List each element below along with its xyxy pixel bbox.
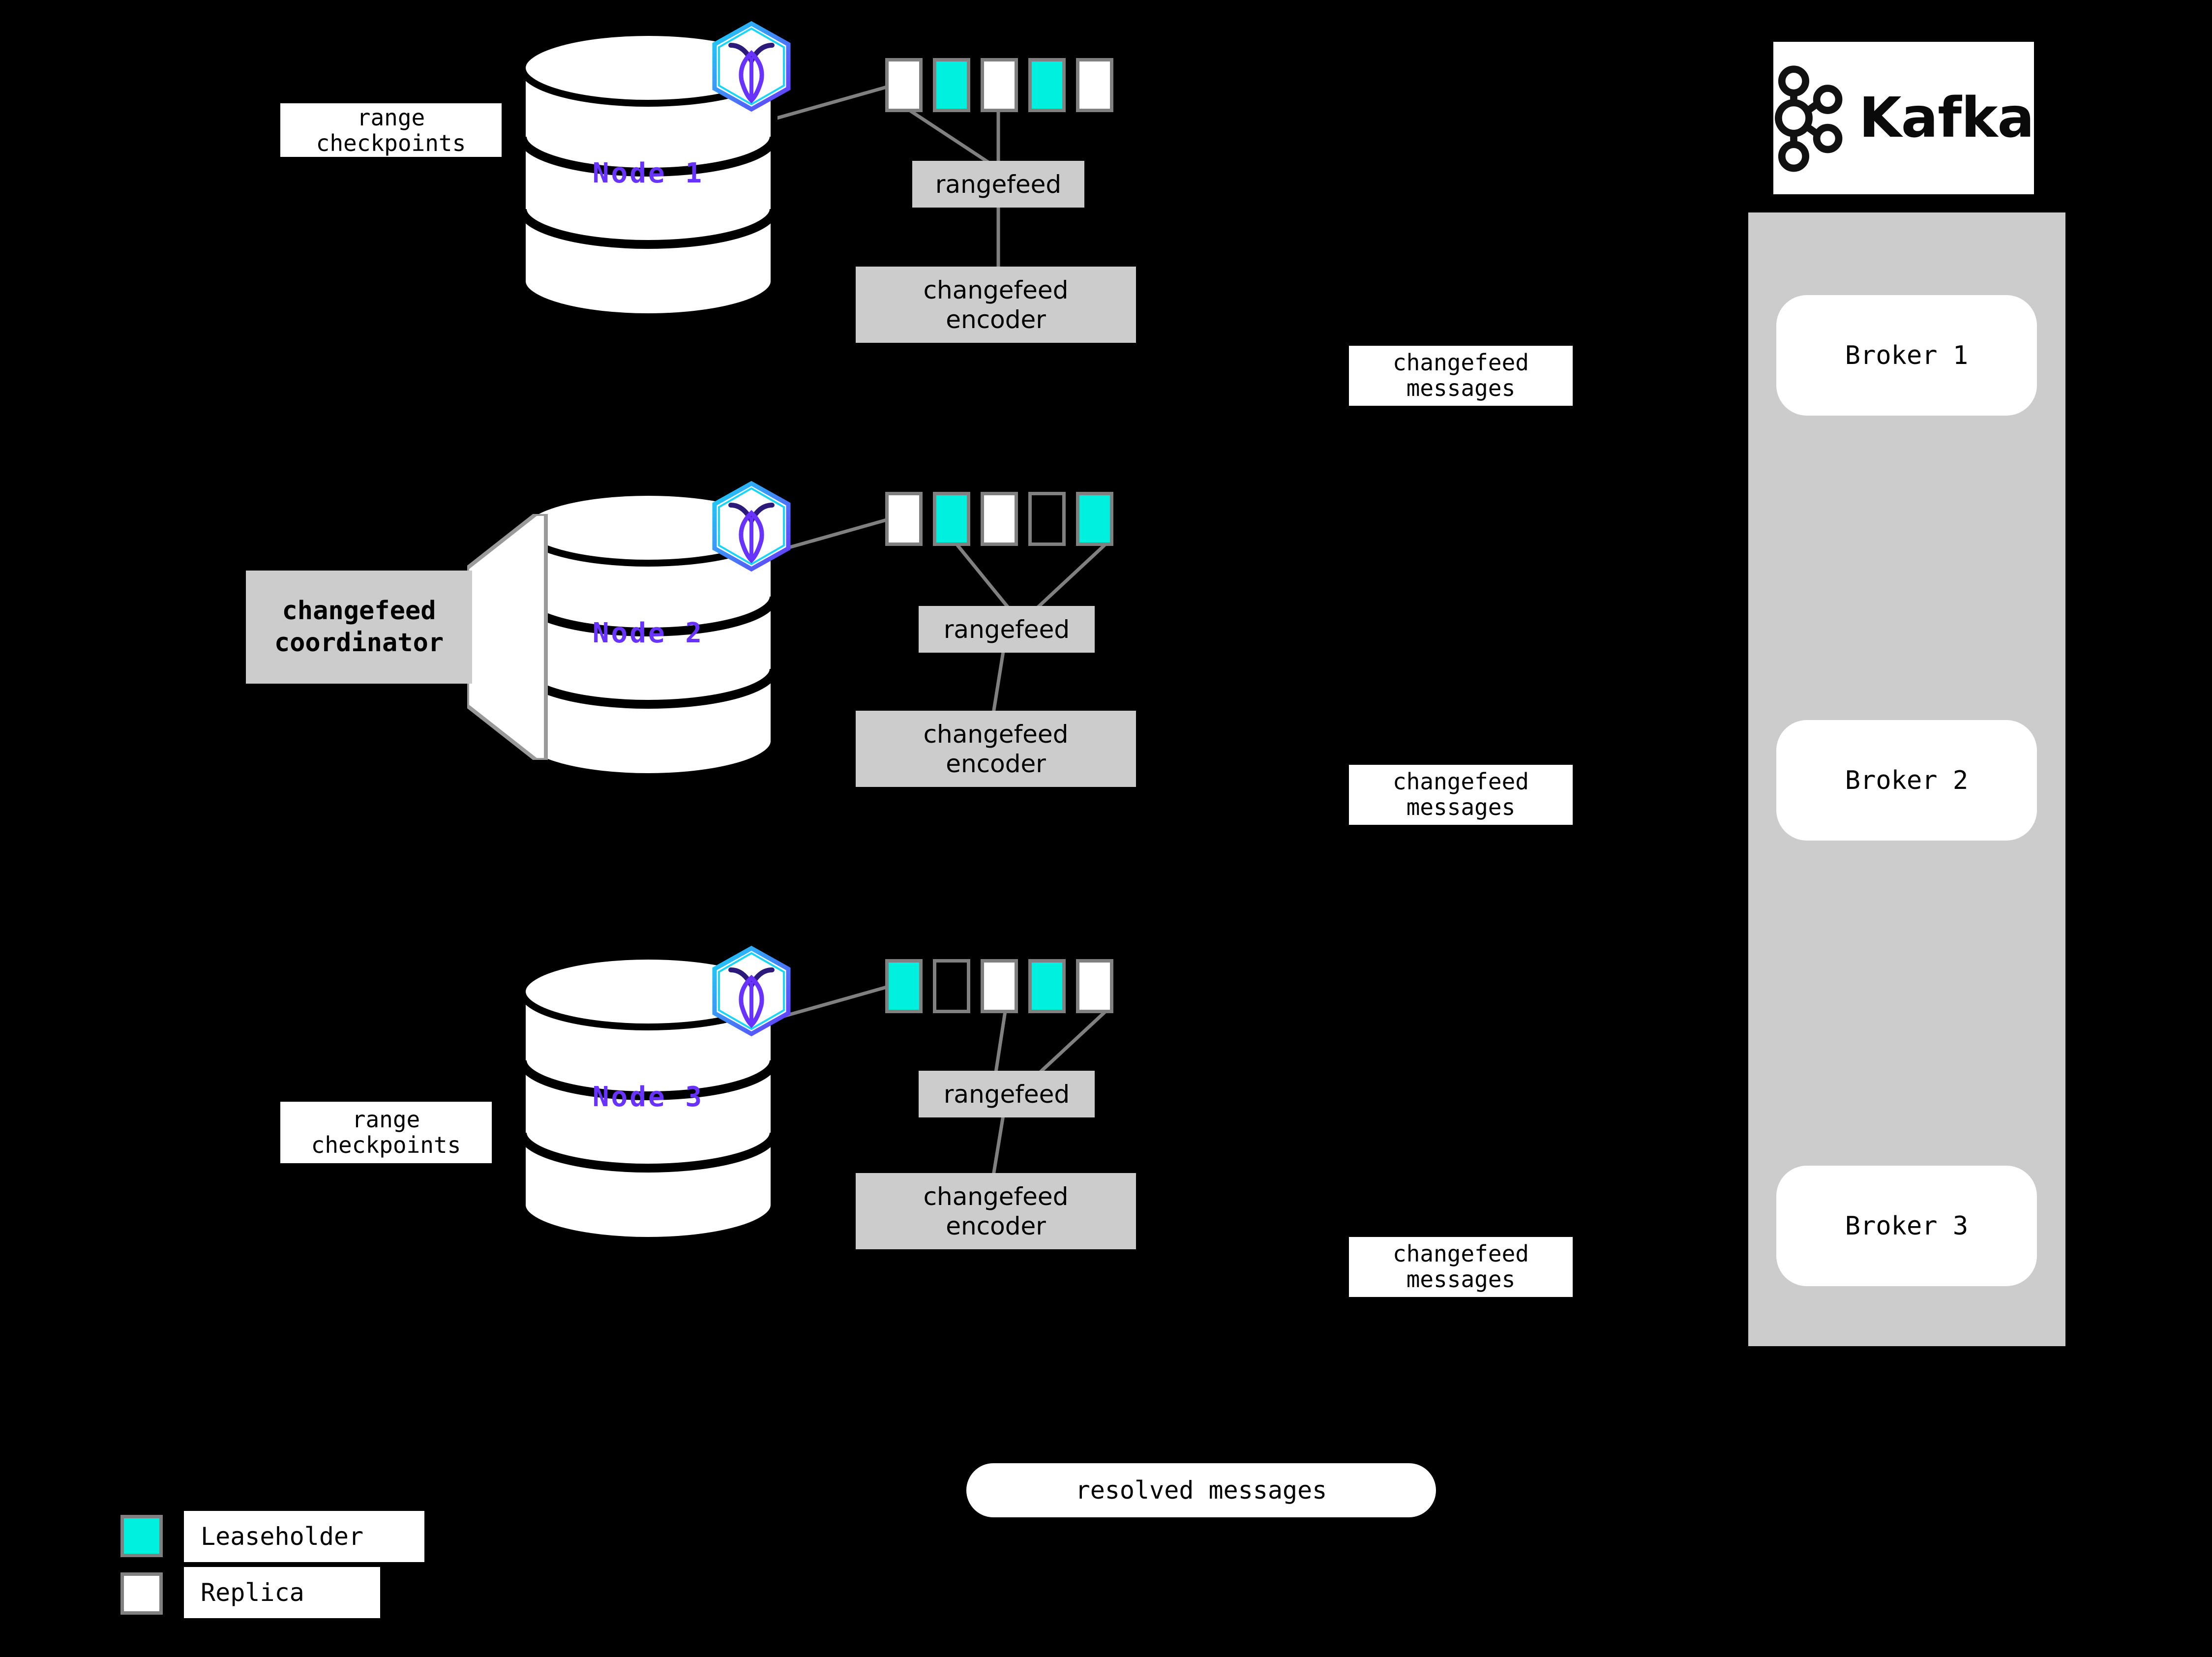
changefeed-coordinator-box[interactable]: changefeed coordinator: [246, 571, 472, 684]
node-3-changefeed-encoder-box[interactable]: changefeed encoder: [856, 1173, 1136, 1249]
range-replica: [981, 492, 1018, 546]
node-3-changefeed-messages-label: changefeed messages: [1349, 1237, 1573, 1297]
node-1-ranges: [885, 58, 1124, 112]
cockroachdb-hexagon-icon: [708, 20, 795, 115]
node-1-cylinder: Node 1: [515, 30, 781, 320]
broker-1-box[interactable]: Broker 1: [1776, 295, 2037, 416]
resolved-messages-pill: resolved messages: [966, 1463, 1436, 1517]
range-leaseholder: [1076, 492, 1113, 546]
range-replica: [981, 959, 1018, 1013]
range-replica: [981, 58, 1018, 112]
node-2-label: Node 2: [592, 617, 704, 649]
cockroachdb-hexagon-icon: [708, 944, 795, 1040]
range-replica: [885, 58, 923, 112]
node-2-cylinder: Node 2: [515, 489, 781, 780]
range-replica: [1076, 58, 1113, 112]
coordinator-callout-arrow: [467, 514, 548, 760]
node-2-rangefeed-box[interactable]: rangefeed: [919, 606, 1095, 653]
node-3-cylinder: Node 3: [515, 953, 781, 1243]
range-leaseholder: [1028, 959, 1066, 1013]
node-2-changefeed-messages-label: changefeed messages: [1349, 765, 1573, 825]
legend-label-replica: Replica: [184, 1567, 380, 1618]
kafka-inbound-arrowhead: [2082, 339, 2102, 352]
node-3-range-checkpoints-label: range checkpoints: [280, 1102, 492, 1163]
node-2-ranges: [885, 492, 1124, 546]
kafka-wordmark: Kafka: [1858, 86, 2034, 150]
cockroachdb-hexagon-icon: [708, 480, 795, 575]
kafka-logo: Kafka: [1773, 42, 2034, 194]
legend-label-leaseholder: Leaseholder: [184, 1511, 424, 1562]
range-leaseholder: [885, 959, 923, 1013]
range-empty: [1028, 492, 1066, 546]
range-leaseholder: [933, 58, 970, 112]
node-1-label: Node 1: [592, 157, 704, 189]
range-empty: [933, 959, 970, 1013]
range-leaseholder: [933, 492, 970, 546]
node-3-label: Node 3: [592, 1081, 704, 1113]
broker-2-box[interactable]: Broker 2: [1776, 720, 2037, 841]
node-1-range-checkpoints-label: range checkpoints: [280, 103, 502, 157]
range-replica: [885, 492, 923, 546]
legend-swatch-leaseholder: [120, 1515, 163, 1557]
node-1-rangefeed-box[interactable]: rangefeed: [912, 161, 1084, 208]
broker-3-box[interactable]: Broker 3: [1776, 1166, 2037, 1286]
node-1-changefeed-messages-label: changefeed messages: [1349, 346, 1573, 406]
range-replica: [1076, 959, 1113, 1013]
node-2-changefeed-encoder-box[interactable]: changefeed encoder: [856, 711, 1136, 787]
node-1-changefeed-encoder-box[interactable]: changefeed encoder: [856, 267, 1136, 343]
legend-swatch-replica: [120, 1572, 163, 1615]
kafka-mark-icon: [1775, 65, 1843, 172]
node-3-ranges: [885, 959, 1124, 1013]
range-leaseholder: [1028, 58, 1066, 112]
node-3-rangefeed-box[interactable]: rangefeed: [919, 1071, 1095, 1117]
